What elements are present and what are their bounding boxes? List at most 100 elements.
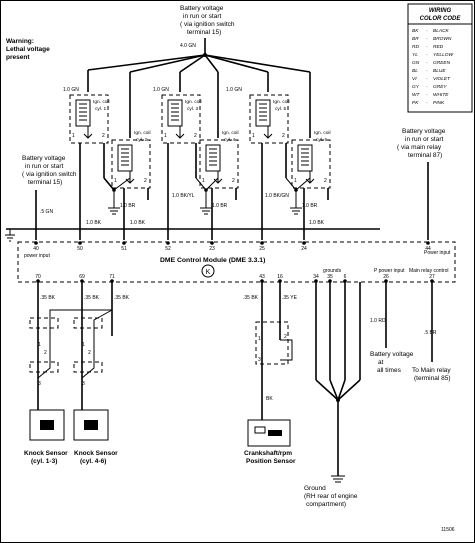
wire-label-05gn: .5 GN <box>40 209 53 215</box>
color-code-abbrev: BK <box>412 28 419 34</box>
wire-label-10rd: 1.0 RD <box>370 318 386 324</box>
coil-1-label-a: Ign. coil <box>93 99 110 105</box>
wire-label-10br-1: 1.0 BR <box>120 203 136 209</box>
dme-pin-top-dot <box>426 241 430 245</box>
color-code-dash: - <box>426 29 428 34</box>
ks2-pin-3: 3 <box>82 381 85 387</box>
wire-label-35bk-crank: .35 BK <box>243 295 259 301</box>
dme-pin-top-label: 23 <box>209 246 215 252</box>
wire-label-10bk-2: 1.0 BK <box>130 220 146 226</box>
grounds-label: grounds <box>323 268 342 274</box>
ignition-coil-cyl-4: Ign. coil cyl. 4 1 2 <box>199 130 239 189</box>
dme-pin-bottom-label: 26 <box>383 274 389 280</box>
dme-pin-bottom-dot <box>278 279 282 283</box>
ks1-pin-3: 3 <box>38 381 41 387</box>
dme-pin-bottom-label: 43 <box>259 274 265 280</box>
batt-top-line3: ( via ignition switch <box>180 21 235 28</box>
dme-pin-top-dot <box>302 241 306 245</box>
knock-sensor-1-label-a: Knock Sensor <box>24 450 68 457</box>
wire-label-10gn-c: 1.0 GN <box>226 87 242 93</box>
crank-sensor-wiring: .35 BK .35 YE 1 2 3 BK Crankshaft/rpm Po… <box>243 282 298 465</box>
coil-2-pin-1: 1 <box>114 178 117 184</box>
dme-pin-bottom-label: 27 <box>429 274 435 280</box>
batt-right-line4: terminal 87) <box>408 152 442 159</box>
dme-pin-top-dot <box>166 241 170 245</box>
dme-pin-bottom-label: 71 <box>109 274 115 280</box>
coil-output-wires: 1.0 BK 1.0 BR 1.0 BK 1.0 BK/YL 1.0 BR 1.… <box>79 143 329 240</box>
coil-1-label-b: cyl. 1 <box>95 106 107 112</box>
dme-pin-bottom-label: 70 <box>35 274 41 280</box>
wire-label-5br: .5 BR <box>424 330 437 336</box>
color-code-dash: - <box>426 61 428 66</box>
ignition-coil-cyl-5: Ign. coil cyl. 5 1 2 <box>249 94 290 144</box>
dme-pin-top-dot <box>78 241 82 245</box>
wire-label-40gn: 4.0 GN <box>180 43 196 49</box>
dme-pin-bottom-dot <box>384 279 388 283</box>
ground-label-3: compartment) <box>306 501 346 508</box>
color-code-dash: - <box>426 37 428 42</box>
dme-pin-top-label: 50 <box>77 246 83 252</box>
crank-pin-2: 2 <box>284 334 287 340</box>
knock-sensor-2-label-b: (cyl. 4-6) <box>80 458 106 465</box>
batt-right-line3: ( via main relay <box>397 144 442 151</box>
coil-3-pin-1: 1 <box>164 133 167 139</box>
left-battery-feed: Battery voltage in run or start ( via ig… <box>5 155 380 242</box>
coil-4-pin-2: 2 <box>232 178 235 184</box>
wire-label-35bk-1: .35 BK <box>40 295 56 301</box>
coil-6-label-b: cyl. 6 <box>316 137 328 143</box>
coil-4-pin-1: 1 <box>202 178 205 184</box>
color-code-abbrev: PK <box>412 100 419 106</box>
coil-1-pin-1: 1 <box>72 133 75 139</box>
knock-sensor-1-label-b: (cyl. 1-3) <box>31 458 57 465</box>
batt-all-line3: all times <box>377 367 402 374</box>
dme-pin-bottom-dot <box>80 279 84 283</box>
color-code-name: RED <box>433 44 444 50</box>
wire-label-35yl: .35 YE <box>282 295 298 301</box>
dme-pin-bottom-dot <box>430 279 434 283</box>
dme-control-module: DME Control Module (DME 3.3.1) K power i… <box>17 241 456 283</box>
dme-pin-top-label: 51 <box>121 246 127 252</box>
ignition-coil-cyl-3: Ign. coil cyl. 3 1 2 <box>161 94 202 144</box>
batt-all-line2: at <box>378 359 384 366</box>
knock-sensor-wiring: .35 BK .35 BK .35 BK 1 2 3 1 2 3 Knock S… <box>24 282 130 465</box>
dme-pin-top-dot <box>34 241 38 245</box>
dme-pin-bottom-dot <box>328 279 332 283</box>
coil-2-label-b: cyl. 2 <box>136 137 148 143</box>
main-relay-line1: To Main relay <box>412 367 451 374</box>
color-code-name: BROWN <box>433 36 452 42</box>
power-input-left: power input <box>24 253 50 259</box>
wire-label-bk-s: BK <box>266 396 273 402</box>
batt-top-line2: in run or start <box>183 13 221 20</box>
color-code-name: WHITE <box>433 92 449 98</box>
coil-3-label-a: Ign. coil <box>185 99 202 105</box>
color-code-name: BLACK <box>433 28 450 34</box>
main-relay-wire: .5 BR To Main relay (terminal 85) <box>412 282 451 382</box>
right-battery-feed: Battery voltage in run or start ( via ma… <box>397 128 446 240</box>
constant-battery-feed: 1.0 RD Battery voltage at all times <box>370 282 414 374</box>
coil-3-label-b: cyl. 3 <box>187 106 199 112</box>
coil-2-label-a: Ign. coil <box>134 130 151 136</box>
knock-sensor-2-label-a: Knock Sensor <box>74 450 118 457</box>
ignition-coil-cyl-2: Ign. coil cyl. 2 1 2 <box>111 130 151 189</box>
color-code-dash: - <box>426 101 428 106</box>
warning-line2: Lethal voltage <box>6 46 50 53</box>
dme-pin-bottom-label: 35 <box>327 274 333 280</box>
dme-pin-top-dot <box>122 241 126 245</box>
color-code-name: VIOLET <box>433 76 451 82</box>
color-code-abbrev: GN <box>412 60 420 66</box>
ground-wiring: Ground (RH rear of engine compartment) <box>304 282 361 508</box>
batt-all-line1: Battery voltage <box>370 351 414 358</box>
crank-pin-1: 1 <box>258 336 261 342</box>
warning-line3: present <box>6 54 30 61</box>
batt-left-line3: ( via ignition switch <box>22 171 77 178</box>
wire-label-35bk-2: .35 BK <box>84 295 100 301</box>
dme-pin-bottom-label: 16 <box>277 274 283 280</box>
dme-pin-bottom-dot <box>314 279 318 283</box>
dme-pin-bottom-label: 34 <box>313 274 319 280</box>
batt-top-line1: Battery voltage <box>180 5 224 12</box>
dme-title: DME Control Module (DME 3.3.1) <box>160 257 265 264</box>
color-code-abbrev: YL <box>412 52 418 58</box>
crank-sensor-label-b: Position Sensor <box>246 458 296 465</box>
batt-right-line2: in run or start <box>405 136 443 143</box>
main-relay-line2: (terminal 85) <box>414 375 450 382</box>
